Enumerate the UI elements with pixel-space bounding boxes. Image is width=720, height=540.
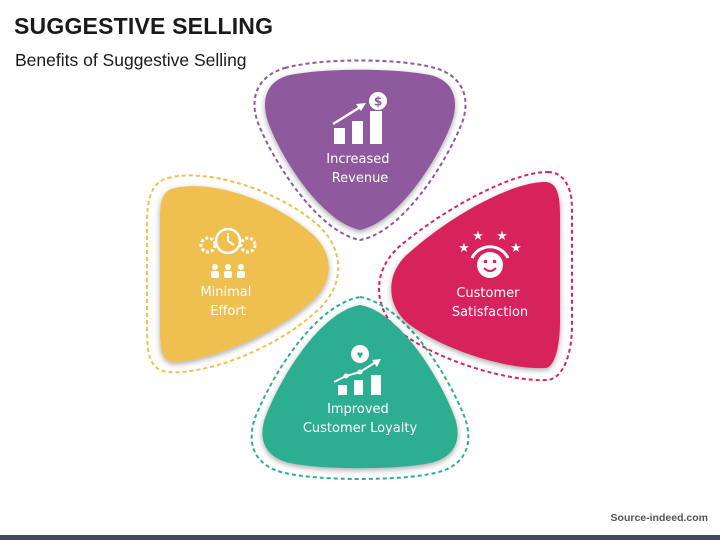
- revenue-growth-icon: $: [332, 92, 387, 144]
- label-customer-satisfaction: Customer Satisfaction: [452, 286, 528, 320]
- loyalty-chart-icon: ♥: [333, 345, 381, 395]
- label-minimal-effort: Minimal Effort: [200, 285, 255, 319]
- svg-text:★: ★: [510, 240, 522, 255]
- petal-increased-revenue: [264, 69, 456, 230]
- footer-bar: [0, 535, 720, 540]
- svg-text:♥: ♥: [357, 350, 364, 362]
- source-credit: Source-indeed.com: [610, 512, 708, 524]
- petal-outline-customer-satisfaction: [378, 170, 573, 382]
- petal-outline-improved-customer-loyalty: [250, 295, 470, 480]
- petal-outline-minimal-effort: [146, 174, 340, 374]
- petal-outline-increased-revenue: [253, 59, 467, 242]
- clock-gears-people-icon: [199, 227, 257, 278]
- svg-text:★: ★: [472, 228, 484, 243]
- label-increased-revenue: Increased Revenue: [326, 152, 393, 186]
- page-title: SUGGESTIVE SELLING: [14, 13, 274, 39]
- happy-face-stars-icon: ★ ★ ★ ★: [458, 228, 522, 278]
- svg-text:★: ★: [496, 228, 508, 243]
- svg-text:★: ★: [458, 240, 470, 255]
- svg-text:$: $: [374, 95, 382, 109]
- page-subtitle: Benefits of Suggestive Selling: [15, 50, 247, 70]
- petal-customer-satisfaction: [391, 182, 560, 369]
- label-improved-customer-loyalty: Improved Customer Loyalty: [303, 402, 418, 436]
